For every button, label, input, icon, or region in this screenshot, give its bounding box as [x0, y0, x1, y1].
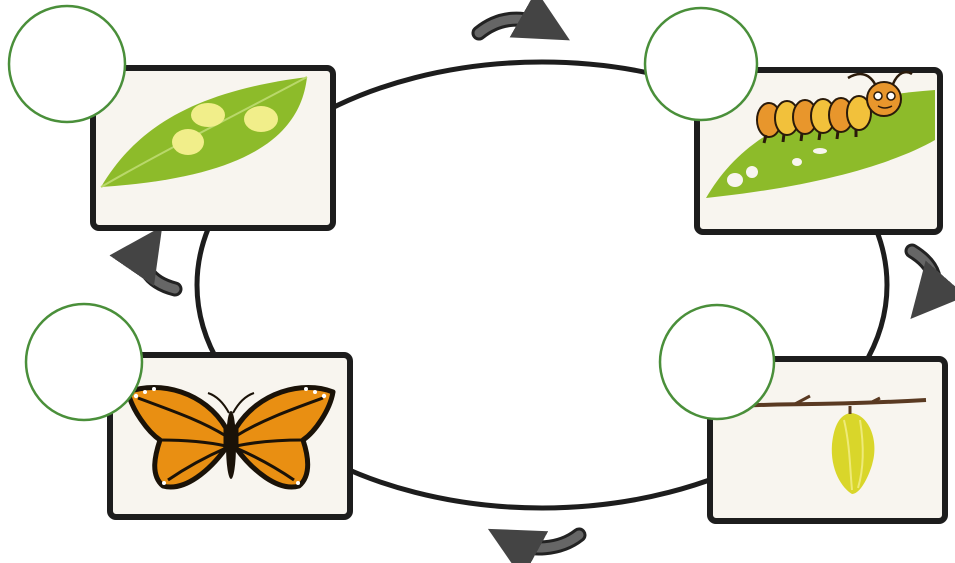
- arrow-bottom-icon: [510, 535, 579, 548]
- label-circle-eggs[interactable]: [9, 6, 125, 122]
- arrow-left-icon: [144, 247, 175, 289]
- label-circle-larva[interactable]: [645, 8, 757, 120]
- stage-card-eggs: [93, 68, 333, 228]
- arrow-right-icon: [912, 251, 934, 300]
- label-circle-pupa[interactable]: [660, 305, 774, 419]
- label-circle-adult[interactable]: [26, 304, 142, 420]
- stage-card-adult: [110, 355, 350, 517]
- arrow-top-icon: [479, 19, 548, 33]
